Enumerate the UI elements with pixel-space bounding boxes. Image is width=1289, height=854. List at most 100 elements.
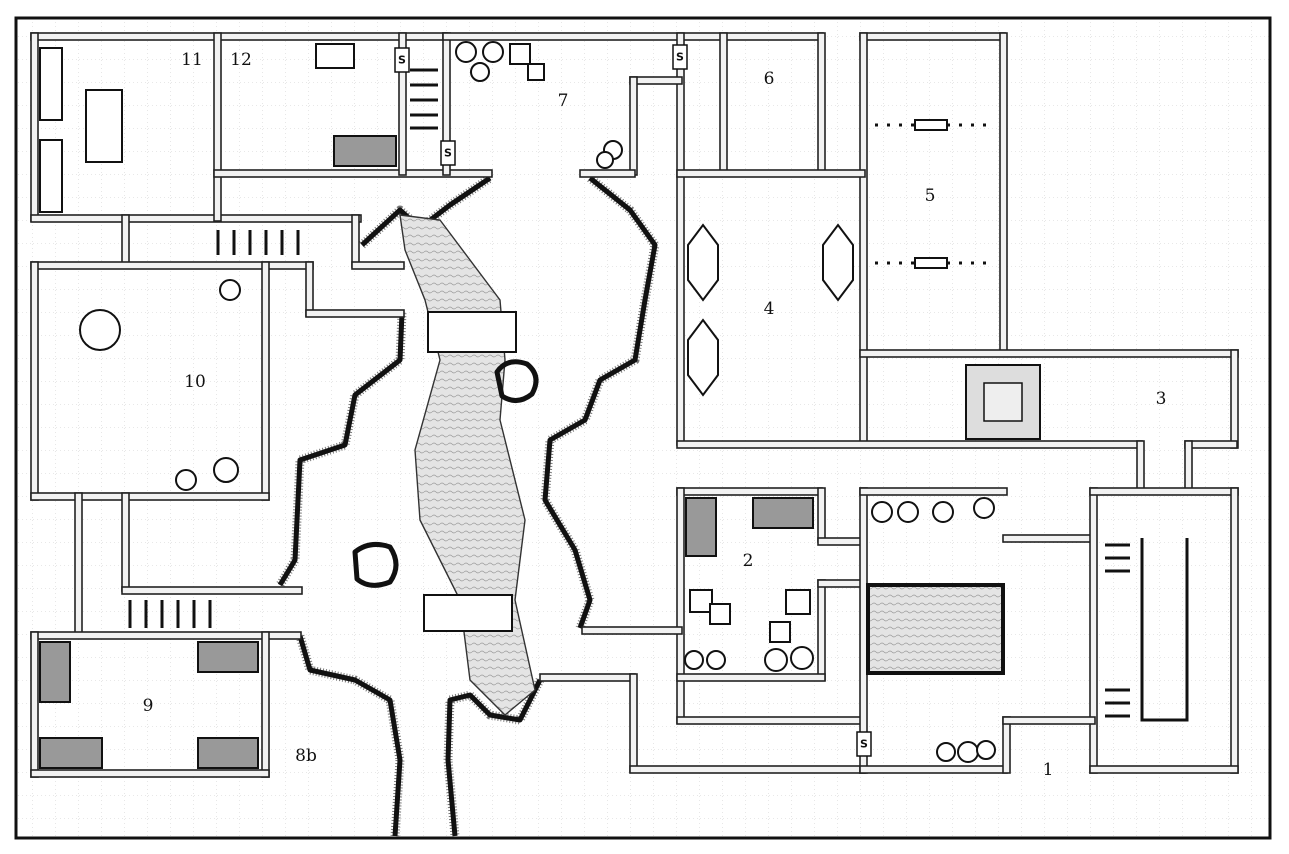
wall-segment (581, 626, 683, 635)
barrels (175, 41, 996, 763)
secret-door-label: S (676, 51, 684, 64)
wall-segment (261, 631, 270, 778)
wall-segment (30, 261, 39, 501)
room-12-label[interactable]: 12 (230, 50, 252, 70)
room-11-label[interactable]: 11 (181, 50, 203, 70)
room-10-label[interactable]: 10 (184, 372, 206, 392)
barrel (973, 497, 995, 519)
room-1-label[interactable]: 1 (1043, 760, 1054, 780)
room-8b-label[interactable]: 8b (295, 746, 317, 766)
bed (333, 135, 397, 167)
crate (527, 63, 545, 81)
crates (509, 43, 811, 643)
wall-segment (213, 32, 222, 222)
wall-segment (1184, 440, 1238, 449)
pit-traps (875, 119, 995, 269)
barrel (175, 469, 197, 491)
inner-wall (1140, 538, 1189, 722)
barrel (932, 501, 954, 523)
barrel (470, 62, 490, 82)
wall-segment (442, 32, 824, 41)
wall-segment (305, 261, 314, 317)
wall-segment (121, 492, 130, 592)
wall-segment (817, 32, 826, 174)
wall-segment (261, 261, 270, 501)
barrel (976, 740, 996, 760)
wall-segment (859, 349, 1239, 358)
barrel (936, 742, 956, 762)
wall-segment (579, 169, 636, 178)
bed (39, 641, 71, 703)
wall-segment (817, 579, 864, 588)
pool (866, 583, 1005, 675)
wall-segment (629, 673, 638, 773)
wall-segment (351, 214, 360, 268)
barrel (897, 501, 919, 523)
barrel (684, 650, 704, 670)
bench (39, 139, 63, 213)
bridge-south[interactable] (423, 594, 513, 632)
room-9-label[interactable]: 9 (143, 696, 154, 716)
barrel (455, 41, 477, 63)
wall-segment (1002, 534, 1096, 543)
bed (685, 497, 717, 557)
bed (39, 737, 103, 769)
wall-segment (676, 487, 685, 724)
wall-segment (30, 32, 39, 222)
barrel (706, 650, 726, 670)
wall-segment (539, 673, 636, 682)
room-2-label[interactable]: 2 (743, 551, 754, 571)
bridge-north[interactable] (427, 311, 517, 353)
cave-walls (276, 174, 660, 837)
wall-segment (30, 769, 270, 778)
wall-segment (351, 261, 405, 270)
crate (769, 621, 791, 643)
barrel (596, 151, 614, 169)
cave-wall (542, 176, 658, 629)
wall-segment (398, 32, 407, 176)
wall-segment (817, 579, 826, 681)
wall-segment (859, 487, 1008, 496)
wall-segment (859, 32, 868, 446)
room-3-label[interactable]: 3 (1156, 389, 1167, 409)
room-5-label[interactable]: 5 (925, 186, 936, 206)
wall-segment (999, 32, 1008, 356)
wall-segment (305, 309, 405, 318)
wall-segment (213, 169, 493, 178)
walls (30, 32, 1239, 778)
wall-segment (121, 214, 130, 268)
barrel (957, 741, 979, 763)
room-4-label[interactable]: 4 (764, 299, 775, 319)
beds (39, 135, 814, 769)
wall-segment (629, 765, 866, 774)
room-6-label[interactable]: 6 (764, 69, 775, 89)
wall-segment (676, 32, 685, 446)
wall-segment (30, 214, 362, 223)
barrel (213, 457, 239, 483)
rock-pillar (352, 541, 399, 588)
wall-segment (1230, 487, 1239, 774)
wall-segment (1002, 716, 1096, 725)
barrel (871, 501, 893, 523)
room-7-label[interactable]: 7 (558, 91, 569, 111)
wall-segment (817, 537, 864, 546)
workbench (85, 89, 123, 163)
wall-segment (1089, 487, 1098, 774)
secret-door-label: S (860, 738, 868, 751)
desk (315, 43, 355, 69)
cave-wall (297, 635, 403, 837)
wall-segment (629, 76, 638, 176)
secret-doors: S S S S (394, 44, 872, 757)
map-frame (14, 16, 1272, 840)
secret-door-label: S (444, 147, 452, 160)
stairs (128, 68, 1130, 718)
wall-segment (859, 765, 1008, 774)
barrel (764, 648, 788, 672)
crate (509, 43, 531, 65)
coffin (687, 223, 719, 302)
bed (197, 641, 259, 673)
wall-segment (817, 487, 826, 543)
features (39, 41, 1130, 769)
wall-segment (1230, 349, 1239, 449)
